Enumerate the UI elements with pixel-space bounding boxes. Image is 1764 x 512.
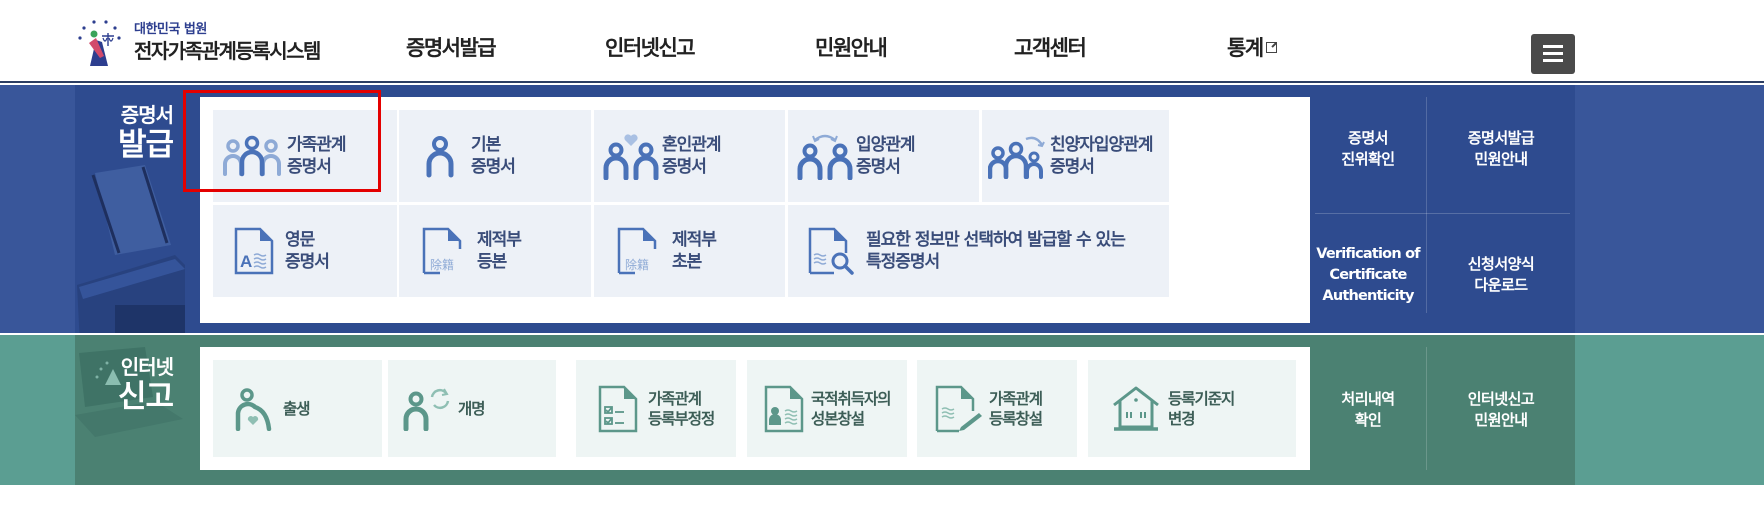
- site-header: 대한민국 법원 전자가족관계등록시스템 증명서발급 인터넷신고 민원안내 고객센…: [0, 0, 1764, 83]
- logo-title: 전자가족관계등록시스템: [134, 39, 321, 63]
- id-document-icon: [757, 385, 811, 433]
- card-label: 등록기준지 변경: [1168, 389, 1235, 428]
- section-title-line2: 신고: [117, 379, 174, 415]
- card-label: 입양관계 증명서: [856, 135, 916, 177]
- nav-certificate-issuance[interactable]: 증명서발급: [406, 32, 497, 62]
- svg-text:除籍: 除籍: [625, 257, 649, 272]
- adoption-icon: [794, 132, 856, 180]
- hamburger-icon: [1543, 59, 1563, 62]
- section-title-line2: 발급: [117, 127, 174, 163]
- nav-internet-report[interactable]: 인터넷신고: [605, 32, 696, 62]
- card-label: 영문 증명서: [285, 230, 330, 272]
- side-link-label: 인터넷신고 민원안내: [1467, 390, 1535, 429]
- site-logo[interactable]: 대한민국 법원 전자가족관계등록시스템: [74, 16, 321, 70]
- nav-customer-center[interactable]: 고객센터: [1014, 32, 1087, 62]
- nav-statistics[interactable]: 통계: [1227, 32, 1277, 62]
- link-certificate-civil-guide[interactable]: 증명서발급 민원안내: [1427, 85, 1575, 213]
- court-emblem-icon: [74, 16, 124, 70]
- section-divider: [0, 333, 1764, 335]
- side-link-label: Verification of Certificate Authenticity: [1316, 245, 1420, 304]
- side-link-label: 처리내역 확인: [1341, 390, 1395, 429]
- laptop-illustration-icon: [75, 345, 185, 440]
- card-label: 가족관계 증명서: [287, 135, 347, 177]
- card-english-certificate[interactable]: A 영문 증명서: [213, 205, 397, 297]
- english-document-icon: A: [223, 227, 285, 275]
- certificate-issuance-section: 증명서 발급 가족관계 증명서: [0, 85, 1764, 365]
- nav-label: 인터넷신고: [605, 36, 696, 60]
- link-certificate-verification[interactable]: 증명서 진위확인: [1310, 85, 1426, 213]
- section-title-line1: 증명서: [120, 103, 174, 127]
- hamburger-icon: [1543, 52, 1563, 55]
- card-label: 국적취득자의 성본창설: [811, 389, 892, 428]
- card-naturalized-surname-creation[interactable]: 국적취득자의 성본창설: [747, 360, 907, 457]
- birth-icon: [227, 387, 283, 431]
- link-processing-history[interactable]: 처리내역 확인: [1310, 335, 1426, 485]
- card-marriage-certificate[interactable]: 혼인관계 증명서: [594, 110, 785, 202]
- card-label: 필요한 정보만 선택하여 발급할 수 있는 특정증명서: [866, 230, 1126, 272]
- link-application-form-download[interactable]: 신청서양식 다운로드: [1427, 214, 1575, 336]
- certificate-section-inner: 증명서 발급 가족관계 증명서: [75, 85, 1575, 365]
- side-link-label: 증명서 진위확인: [1341, 129, 1395, 168]
- divider: [1426, 347, 1427, 470]
- card-birth-report[interactable]: 출생: [213, 360, 382, 457]
- svg-text:A: A: [240, 252, 252, 271]
- section-title-line1: 인터넷: [120, 355, 174, 379]
- house-icon: [1104, 385, 1168, 433]
- nav-label: 고객센터: [1014, 36, 1087, 60]
- document-pen-icon: [929, 385, 989, 433]
- report-section-title: 인터넷 신고: [103, 355, 174, 415]
- family-icon: [217, 134, 287, 178]
- card-label: 개명: [458, 399, 486, 418]
- card-specific-certificate[interactable]: 필요한 정보만 선택하여 발급할 수 있는 특정증명서: [788, 205, 1169, 297]
- side-link-label: 신청서양식 다운로드: [1467, 255, 1535, 294]
- card-label: 가족관계 등록부정정: [648, 389, 715, 428]
- card-label: 제적부 초본: [672, 230, 717, 272]
- card-removed-register-extract[interactable]: 除籍 제적부 초본: [594, 205, 785, 297]
- couple-heart-icon: [600, 132, 662, 180]
- card-label: 기본 증명서: [471, 135, 516, 177]
- card-removed-register-transcript[interactable]: 除籍 제적부 등본: [399, 205, 591, 297]
- removed-register-icon: 除籍: [608, 227, 672, 275]
- link-verification-english[interactable]: Verification of Certificate Authenticity: [1310, 214, 1426, 336]
- card-full-adoption-certificate[interactable]: 친양자입양관계 증명서: [982, 110, 1169, 202]
- nav-label: 통계: [1227, 36, 1264, 60]
- nav-civil-guide[interactable]: 민원안내: [815, 32, 888, 62]
- card-register-creation[interactable]: 가족관계 등록창설: [917, 360, 1077, 457]
- card-registration-base-change[interactable]: 등록기준지 변경: [1088, 360, 1296, 457]
- divider: [1426, 97, 1427, 313]
- card-label: 혼인관계 증명서: [662, 135, 722, 177]
- hamburger-icon: [1543, 45, 1563, 48]
- card-register-correction[interactable]: 가족관계 등록부정정: [576, 360, 736, 457]
- logo-subtitle: 대한민국 법원: [134, 22, 207, 37]
- card-basic-certificate[interactable]: 기본 증명서: [399, 110, 591, 202]
- rename-icon: [398, 387, 458, 431]
- card-name-change-report[interactable]: 개명: [388, 360, 556, 457]
- svg-text:除籍: 除籍: [430, 257, 454, 272]
- certificate-section-title: 증명서 발급: [103, 103, 174, 163]
- card-label: 제적부 등본: [477, 230, 522, 272]
- person-icon: [409, 134, 471, 178]
- full-adoption-icon: [986, 133, 1050, 179]
- card-family-relation-certificate[interactable]: 가족관계 증명서: [213, 110, 397, 202]
- nav-label: 증명서발급: [406, 36, 497, 60]
- link-report-civil-guide[interactable]: 인터넷신고 민원안내: [1427, 335, 1575, 485]
- document-search-icon: [800, 227, 866, 275]
- card-label: 친양자입양관계 증명서: [1050, 135, 1153, 177]
- divider: [1315, 213, 1570, 214]
- external-link-icon: [1265, 42, 1277, 53]
- removed-register-icon: 除籍: [413, 227, 477, 275]
- side-link-label: 증명서발급 민원안내: [1467, 129, 1535, 168]
- nav-label: 민원안내: [815, 36, 888, 60]
- card-adoption-certificate[interactable]: 입양관계 증명서: [788, 110, 979, 202]
- all-menu-button[interactable]: [1531, 34, 1575, 74]
- card-label: 가족관계 등록창설: [989, 389, 1043, 428]
- checklist-document-icon: [588, 385, 648, 433]
- card-label: 출생: [283, 399, 311, 418]
